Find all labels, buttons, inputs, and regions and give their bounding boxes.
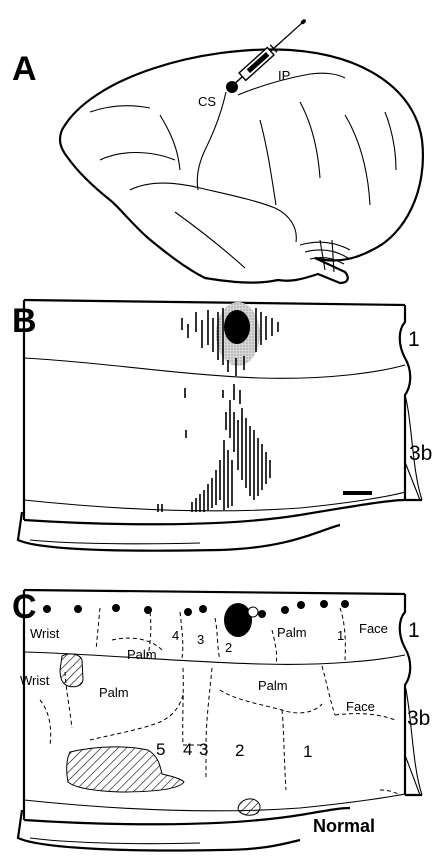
- b-area3b-label: 3b: [409, 442, 432, 465]
- hatched-region-small: [238, 799, 260, 815]
- c-area3b-label: 3b: [407, 707, 430, 730]
- panel-a: A: [12, 16, 423, 283]
- c-a1-face: Face: [359, 621, 388, 636]
- c-a1-d3: 3: [197, 632, 204, 647]
- c-a1-palm-left: Palm: [127, 647, 157, 662]
- c-area1-label: 1: [408, 619, 420, 642]
- electrode-icon: [229, 16, 309, 90]
- c-a1-d2: 2: [225, 640, 232, 655]
- c-a3b-palm-right: Palm: [258, 678, 288, 693]
- labeled-neurons-b: [158, 308, 278, 512]
- c-a3b-face: Face: [346, 699, 375, 714]
- c-a3b-d2: 2: [235, 741, 244, 760]
- c-a1-palm-right: Palm: [277, 625, 307, 640]
- c-a3b-d5: 5: [156, 740, 165, 759]
- hatched-region-digits: [67, 747, 184, 792]
- panel-b: B: [12, 300, 432, 551]
- brain-drawing: [60, 50, 423, 283]
- condition-label: Normal: [313, 816, 375, 836]
- c-a3b-d3: 3: [199, 740, 208, 759]
- b-area1-label: 1: [408, 328, 420, 351]
- c-a3b-d4: 4: [183, 740, 192, 759]
- injection-site-dot: [226, 81, 238, 93]
- c-a3b-d1: 1: [303, 742, 312, 761]
- injection-core-c: [224, 603, 258, 637]
- hatched-region-wrist: [60, 654, 83, 687]
- panel-a-letter: A: [12, 50, 37, 88]
- c-a3b-palm-left: Palm: [99, 685, 129, 700]
- c-a1-d4: 4: [172, 628, 179, 643]
- c-a3b-wrist: Wrist: [20, 673, 50, 688]
- recording-sites-c: [43, 600, 349, 618]
- ip-label: IP: [278, 68, 290, 83]
- c-a1-wrist: Wrist: [30, 626, 60, 641]
- cs-label: CS: [198, 94, 216, 109]
- panel-c: C: [12, 588, 430, 851]
- c-a1-d1: 1: [337, 628, 344, 643]
